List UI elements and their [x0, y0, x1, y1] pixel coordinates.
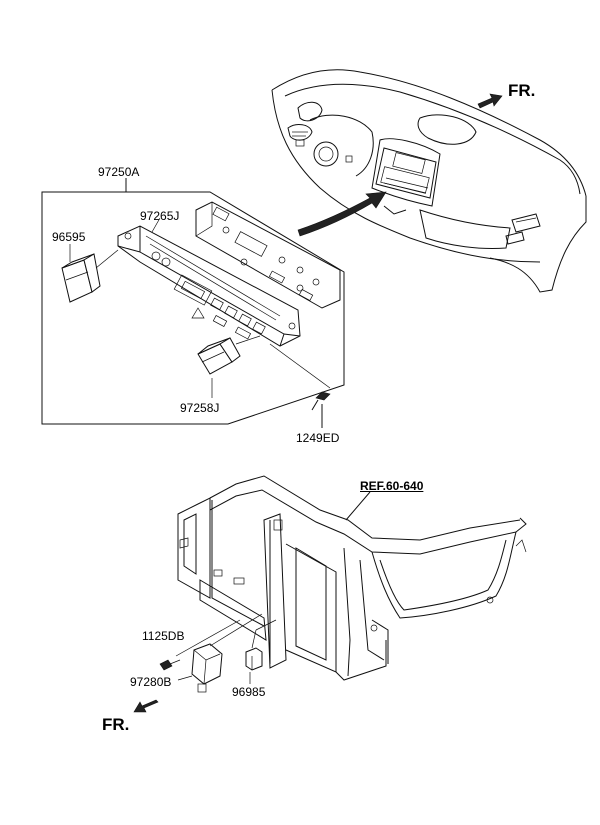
label-97258j: 97258J — [180, 401, 220, 415]
label-96595: 96595 — [52, 230, 86, 244]
control-panel-front — [117, 225, 301, 347]
label-ref: REF.60-640 — [360, 479, 424, 493]
dashboard-illustration — [271, 69, 587, 293]
label-1125db: 1125DB — [142, 629, 185, 643]
fr-arrow-bottom — [133, 699, 159, 713]
ref-leader — [345, 491, 371, 521]
fr-arrow-top — [477, 93, 503, 109]
connector-96985 — [245, 619, 277, 671]
fr-label-bottom: FR. — [102, 715, 130, 734]
bolt-1125db — [159, 619, 241, 671]
location-arrow — [297, 191, 387, 237]
leader-panel — [151, 217, 161, 233]
label-97280b: 97280B — [130, 675, 172, 689]
assembly-frame — [41, 178, 345, 425]
screw-1249ed — [269, 343, 331, 428]
circuit-board — [195, 201, 341, 309]
label-97250a: 97250A — [98, 165, 140, 179]
switch-97258j — [197, 335, 261, 398]
leader-97280b — [177, 675, 193, 681]
label-97265j: 97265J — [140, 209, 180, 223]
label-96985: 96985 — [232, 685, 266, 699]
label-1249ed: 1249ED — [296, 431, 340, 445]
switch-96595 — [61, 249, 119, 303]
sensor-97280b — [191, 613, 263, 693]
front-module-frame — [177, 475, 527, 681]
fr-label-top: FR. — [508, 81, 536, 100]
